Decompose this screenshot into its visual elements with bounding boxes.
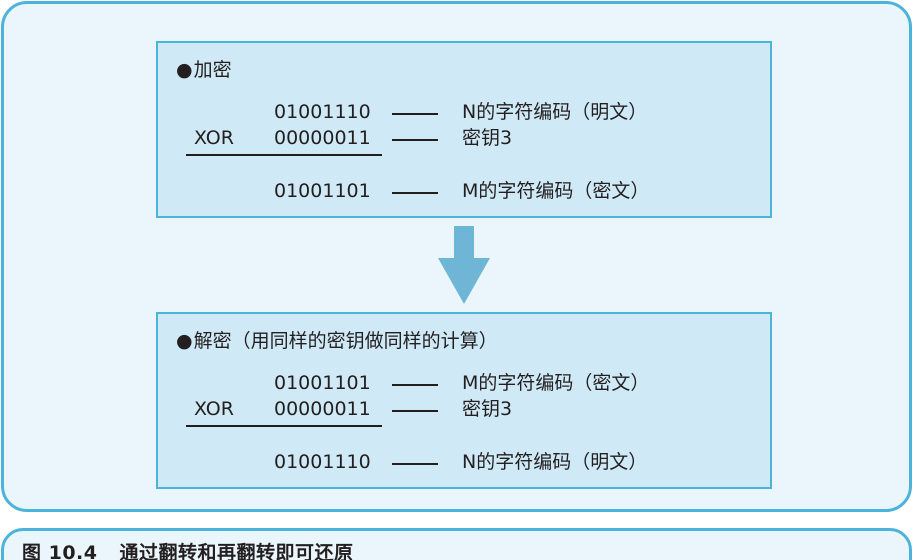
encrypt-row1-dash — [392, 113, 438, 115]
caption-bar — [1, 528, 912, 560]
decrypt-row1-dash — [392, 384, 438, 386]
encrypt-heading-text: 加密 — [193, 59, 232, 81]
encrypt-box: ●加密 01001110 N的字符编码（明文） XOR 00000011 密钥3… — [156, 41, 772, 218]
encrypt-heading: ●加密 — [176, 55, 232, 82]
decrypt-row2-dash — [392, 410, 438, 412]
encrypt-sum-line — [186, 154, 382, 156]
decrypt-row2-op: XOR — [194, 398, 234, 420]
encrypt-row2-desc: 密钥3 — [462, 127, 513, 149]
decrypt-box: ●解密（用同样的密钥做同样的计算） 01001101 M的字符编码（密文） XO… — [156, 312, 772, 489]
bullet-icon: ● — [176, 59, 193, 81]
decrypt-heading: ●解密（用同样的密钥做同样的计算） — [176, 326, 498, 353]
figure-caption: 图 10.4 通过翻转和再翻转即可还原 — [22, 538, 354, 560]
encrypt-result-bits: 01001101 — [274, 180, 371, 202]
bullet-icon: ● — [176, 330, 193, 352]
decrypt-row2-bits: 00000011 — [274, 398, 371, 420]
decrypt-result-bits: 01001110 — [274, 451, 371, 473]
encrypt-row2-dash — [392, 139, 438, 141]
encrypt-row1-desc: N的字符编码（明文） — [462, 101, 648, 123]
decrypt-heading-text: 解密（用同样的密钥做同样的计算） — [193, 330, 498, 352]
decrypt-result-dash — [392, 463, 438, 465]
decrypt-row2-desc: 密钥3 — [462, 398, 513, 420]
encrypt-row2-bits: 00000011 — [274, 127, 371, 149]
figure-title: 通过翻转和再翻转即可还原 — [119, 542, 354, 560]
encrypt-result-dash — [392, 192, 438, 194]
decrypt-row1-desc: M的字符编码（密文） — [462, 372, 650, 394]
encrypt-result-desc: M的字符编码（密文） — [462, 180, 650, 202]
encrypt-row1-bits: 01001110 — [274, 101, 371, 123]
decrypt-sum-line — [186, 425, 382, 427]
down-arrow-icon — [438, 226, 490, 304]
encrypt-row2-op: XOR — [194, 127, 234, 149]
decrypt-row1-bits: 01001101 — [274, 372, 371, 394]
figure-panel: ●加密 01001110 N的字符编码（明文） XOR 00000011 密钥3… — [1, 1, 912, 512]
decrypt-result-desc: N的字符编码（明文） — [462, 451, 648, 473]
figure-number: 图 10.4 — [22, 542, 98, 560]
